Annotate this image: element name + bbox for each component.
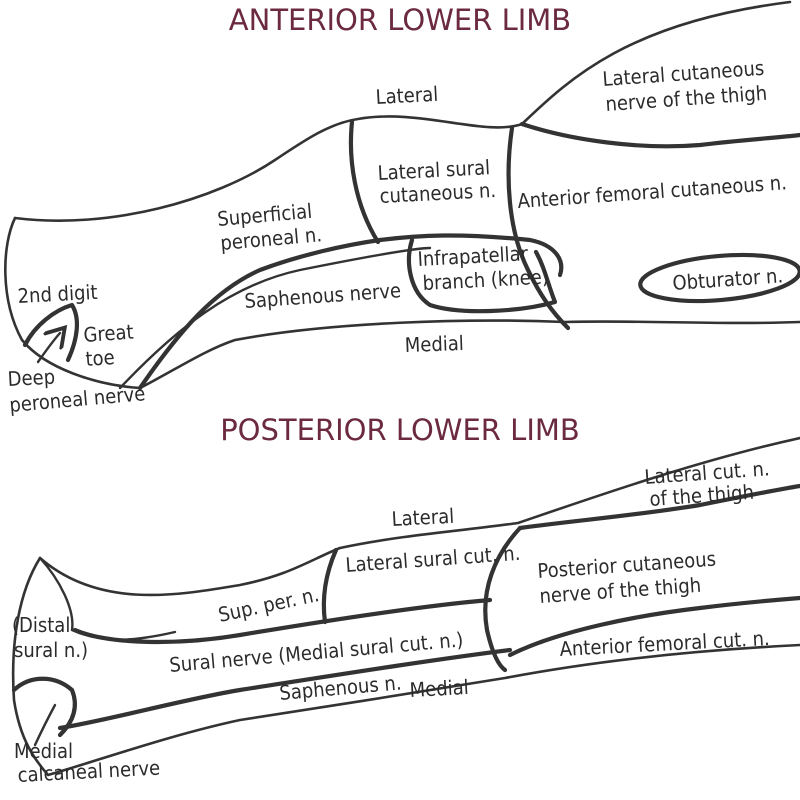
posterior-thigh-upper-line xyxy=(517,483,800,531)
anterior-shin-lower-line xyxy=(118,246,432,390)
anterior-label-second-digit: 2nd digit xyxy=(17,280,98,308)
posterior-calcaneal-arrow xyxy=(33,703,57,747)
posterior-upper-line xyxy=(72,597,493,645)
anterior-thigh-upper-line xyxy=(519,121,800,149)
anterior-limb-panel: ANTERIOR LOWER LIMB Lateral Lateral cuta… xyxy=(4,0,800,417)
posterior-title: POSTERIOR LOWER LIMB xyxy=(220,413,580,447)
anterior-label-great-toe-1: Great xyxy=(83,320,135,347)
posterior-label-distal-sural-2: sural n.) xyxy=(14,638,88,662)
anterior-lateral-sural-line xyxy=(348,119,381,245)
anterior-label-lateral-sural-1: Lateral sural xyxy=(377,155,491,185)
anterior-deep-peroneal-arrow xyxy=(36,333,60,364)
posterior-knee-thigh-line xyxy=(483,525,523,673)
posterior-outline-heel xyxy=(11,556,800,777)
anterior-label-lateral: Lateral xyxy=(375,82,439,109)
anterior-label-anterior-femoral: Anterior femoral cutaneous n. xyxy=(517,170,788,213)
posterior-heel-inner-line xyxy=(38,556,177,641)
anterior-great-toe-loop xyxy=(22,302,79,363)
posterior-heel-loop xyxy=(11,676,77,738)
posterior-label-distal-sural-1: (Distal xyxy=(12,613,70,637)
posterior-thigh-lower-line xyxy=(507,595,800,658)
posterior-label-sup-per: Sup. per. n. xyxy=(216,582,321,627)
anterior-label-saphenous: Saphenous nerve xyxy=(244,278,402,313)
posterior-limb-panel: POSTERIOR LOWER LIMB Lateral cut. n. of … xyxy=(11,413,800,787)
anterior-outline-foot xyxy=(4,216,800,390)
posterior-label-sural-nerve: Sural nerve (Medial sural cut. n.) xyxy=(168,627,464,677)
anterior-label-lateral-sural-2: cutaneous n. xyxy=(379,178,497,208)
anterior-label-great-toe-2: toe xyxy=(85,345,116,371)
posterior-lateral-sural-line xyxy=(321,547,339,625)
anterior-outline-top xyxy=(13,0,792,222)
posterior-label-saphenous: Saphenous n. xyxy=(278,670,402,705)
anterior-label-infrapatellar-1: Infrapatellar xyxy=(417,241,529,271)
posterior-outline-top xyxy=(38,436,800,597)
anterior-infrapatellar-loop xyxy=(407,237,558,314)
anterior-label-medial: Medial xyxy=(404,331,464,357)
posterior-label-medial-calcaneal-1: Medial xyxy=(14,739,73,763)
anterior-knee-thigh-line xyxy=(506,125,571,331)
posterior-sural-divider xyxy=(57,647,513,731)
anterior-saphenous-divider xyxy=(137,233,564,391)
anterior-title: ANTERIOR LOWER LIMB xyxy=(229,3,571,37)
posterior-label-lateral: Lateral xyxy=(391,504,455,531)
posterior-label-medial: Medial xyxy=(409,675,469,702)
anterior-label-deep-peroneal-1: Deep xyxy=(7,365,56,391)
